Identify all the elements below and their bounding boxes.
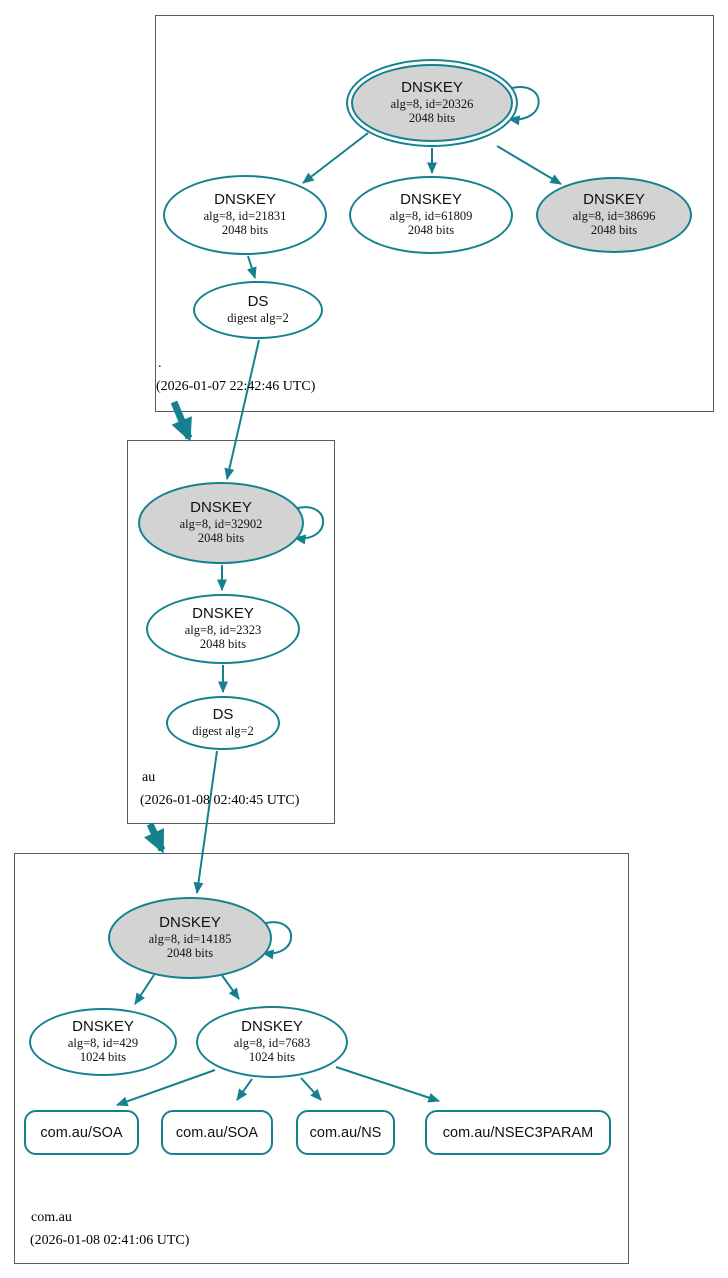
node-alg-id: alg=8, id=21831 xyxy=(203,208,287,223)
node-alg-id: alg=8, id=2323 xyxy=(184,622,262,637)
dnskey-node-2323[interactable]: DNSKEY alg=8, id=2323 2048 bits xyxy=(146,594,300,664)
zone-box-root xyxy=(155,15,714,412)
node-alg-id: alg=8, id=429 xyxy=(67,1035,139,1050)
dnskey-node-21831[interactable]: DNSKEY alg=8, id=21831 2048 bits xyxy=(163,175,327,255)
dnskey-node-20326-inner: DNSKEY alg=8, id=20326 2048 bits xyxy=(351,64,513,142)
rrset-comau-soa-1[interactable]: com.au/SOA xyxy=(24,1110,139,1155)
node-bits: 2048 bits xyxy=(197,531,245,546)
node-title: DNSKEY xyxy=(190,498,252,516)
dnskey-node-7683[interactable]: DNSKEY alg=8, id=7683 1024 bits xyxy=(196,1006,348,1078)
node-bits: 2048 bits xyxy=(221,223,269,238)
node-alg-id: alg=8, id=14185 xyxy=(148,931,232,946)
node-bits: 1024 bits xyxy=(248,1050,296,1065)
dnskey-node-32902[interactable]: DNSKEY alg=8, id=32902 2048 bits xyxy=(138,482,304,564)
rrset-comau-nsec3param[interactable]: com.au/NSEC3PARAM xyxy=(425,1110,611,1155)
node-bits: 1024 bits xyxy=(79,1050,127,1065)
delegation-arrow-au-to-comau xyxy=(144,822,166,854)
node-title: DNSKEY xyxy=(159,913,221,931)
node-title: DS xyxy=(212,706,234,724)
node-bits: 2048 bits xyxy=(199,637,247,652)
node-title: DNSKEY xyxy=(401,78,463,96)
zone-label-com-au: com.au xyxy=(31,1210,72,1225)
node-alg-id: alg=8, id=32902 xyxy=(179,516,263,531)
rrset-comau-soa-2[interactable]: com.au/SOA xyxy=(161,1110,273,1155)
node-title: DS xyxy=(247,293,269,311)
node-alg-id: alg=8, id=20326 xyxy=(390,96,474,111)
node-title: DNSKEY xyxy=(583,190,645,208)
node-alg-id: alg=8, id=61809 xyxy=(389,208,473,223)
zone-label-au: au xyxy=(142,770,156,785)
node-bits: 2048 bits xyxy=(166,946,214,961)
zone-timestamp-com-au: (2026-01-08 02:41:06 UTC) xyxy=(30,1233,190,1248)
zone-box-com-au xyxy=(14,853,629,1264)
ds-node-root[interactable]: DS digest alg=2 xyxy=(193,281,323,339)
node-alg-id: alg=8, id=7683 xyxy=(233,1035,311,1050)
zone-timestamp-au: (2026-01-08 02:40:45 UTC) xyxy=(140,793,300,808)
node-bits: 2048 bits xyxy=(590,223,638,238)
dnskey-node-38696[interactable]: DNSKEY alg=8, id=38696 2048 bits xyxy=(536,177,692,253)
rrset-comau-ns[interactable]: com.au/NS xyxy=(296,1110,395,1155)
node-title: DNSKEY xyxy=(400,190,462,208)
node-bits: 2048 bits xyxy=(407,223,455,238)
zone-timestamp-root: (2026-01-07 22:42:46 UTC) xyxy=(156,379,316,394)
node-title: DNSKEY xyxy=(72,1017,134,1035)
node-digest: digest alg=2 xyxy=(192,724,254,739)
node-alg-id: alg=8, id=38696 xyxy=(572,208,656,223)
node-bits: 2048 bits xyxy=(408,111,456,126)
dnskey-node-14185[interactable]: DNSKEY alg=8, id=14185 2048 bits xyxy=(108,897,272,979)
node-title: DNSKEY xyxy=(192,604,254,622)
zone-label-root: . xyxy=(158,356,162,371)
ds-node-au[interactable]: DS digest alg=2 xyxy=(166,696,280,750)
dnskey-node-429[interactable]: DNSKEY alg=8, id=429 1024 bits xyxy=(29,1008,177,1076)
node-title: DNSKEY xyxy=(214,190,276,208)
dnskey-node-61809[interactable]: DNSKEY alg=8, id=61809 2048 bits xyxy=(349,176,513,254)
node-title: DNSKEY xyxy=(241,1017,303,1035)
node-digest: digest alg=2 xyxy=(227,311,289,326)
dnskey-node-20326[interactable]: DNSKEY alg=8, id=20326 2048 bits xyxy=(346,59,518,147)
